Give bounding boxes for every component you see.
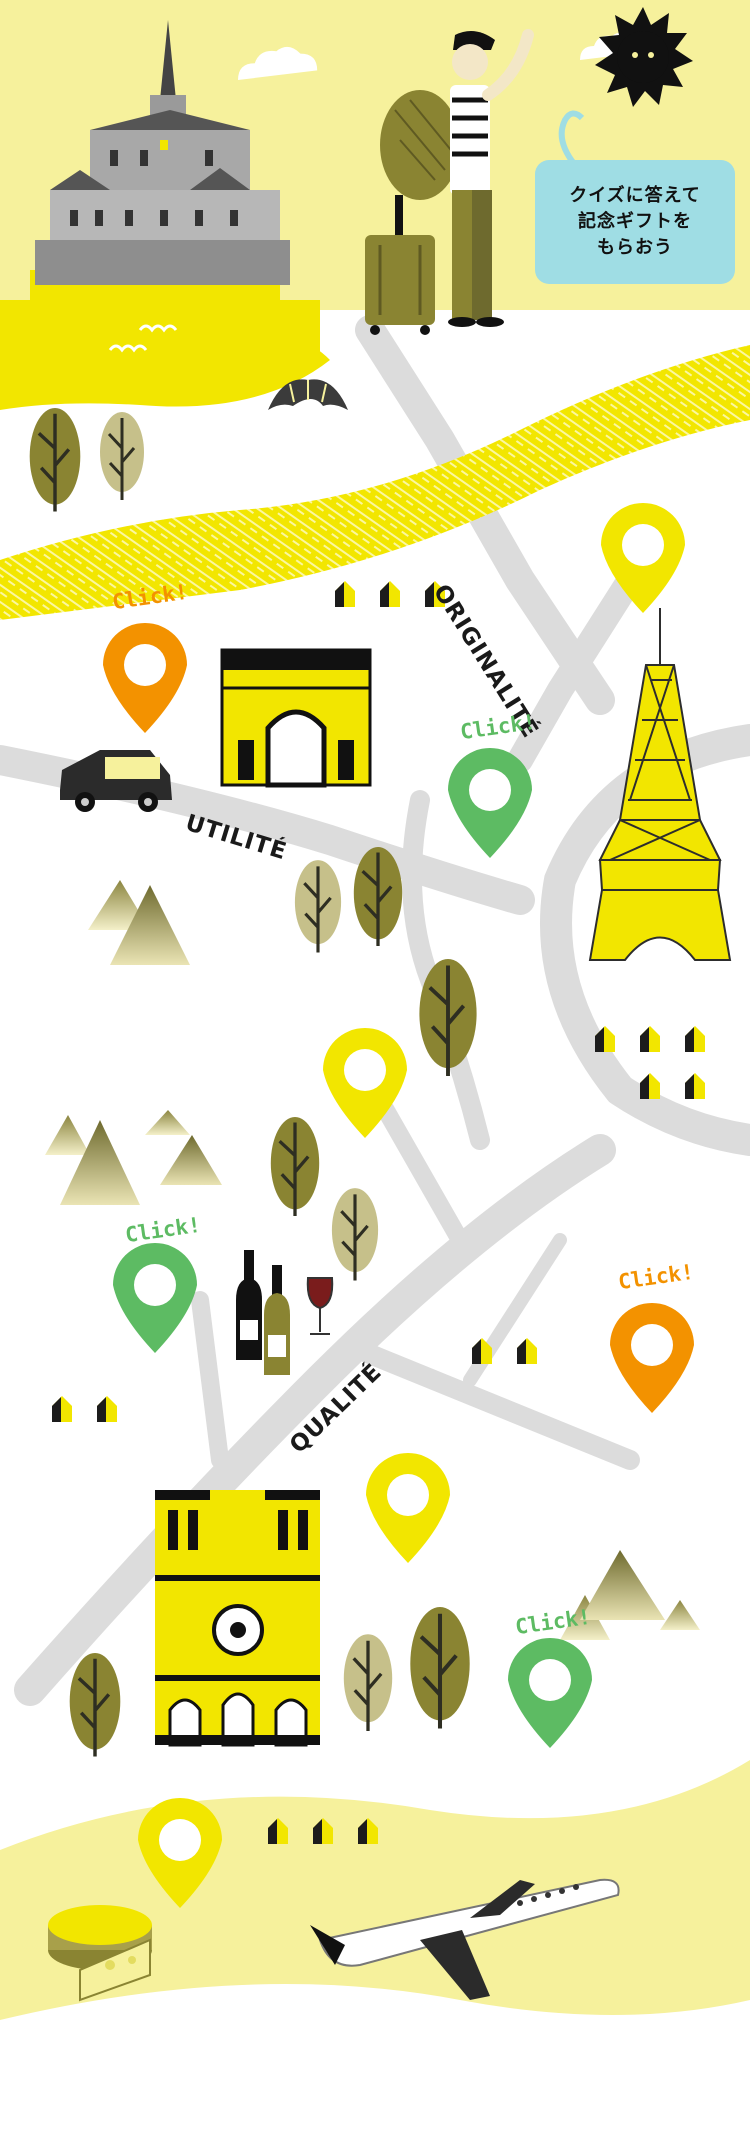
mountain-icon	[45, 880, 700, 1640]
speech-line-3: もらおう	[597, 237, 673, 258]
pin-yellow-3-map-pin-icon	[366, 1453, 450, 1563]
taxi-icon	[60, 750, 172, 812]
speech-line-1: クイズに答えて	[569, 185, 701, 206]
cheese-icon	[48, 1905, 152, 2002]
wine-bottle-icon	[236, 1250, 290, 1375]
sun-icon	[595, 7, 693, 107]
pin-orange-2-map-pin-icon[interactable]	[610, 1303, 694, 1413]
traveler-icon	[380, 29, 534, 327]
pin-yellow-4-map-pin-icon	[138, 1797, 222, 1908]
speech-bubble-tail	[558, 110, 585, 167]
suitcase-icon	[365, 195, 435, 335]
pin-orange-1-map-pin-icon[interactable]	[103, 623, 187, 733]
speech-line-2: 記念ギフトを	[578, 211, 692, 232]
pin-green-2-map-pin-icon[interactable]	[113, 1243, 197, 1353]
airplane-icon	[310, 1878, 620, 2000]
eiffel-tower-icon	[588, 608, 732, 961]
arc-de-triomphe-icon	[220, 648, 372, 788]
pin-yellow-2-map-pin-icon	[323, 1028, 407, 1138]
castle-icon	[30, 20, 290, 310]
notre-dame-icon	[155, 1490, 320, 1747]
wine-glass-icon	[306, 1277, 334, 1335]
pin-green-3-map-pin-icon[interactable]	[508, 1638, 592, 1748]
pin-yellow-1-map-pin-icon	[601, 503, 685, 613]
speech-bubble: クイズに答えて 記念ギフトを もらおう	[535, 160, 735, 284]
pin-green-1-map-pin-icon[interactable]	[448, 748, 532, 858]
croissant-icon	[268, 379, 348, 410]
map-pins	[103, 503, 694, 1908]
